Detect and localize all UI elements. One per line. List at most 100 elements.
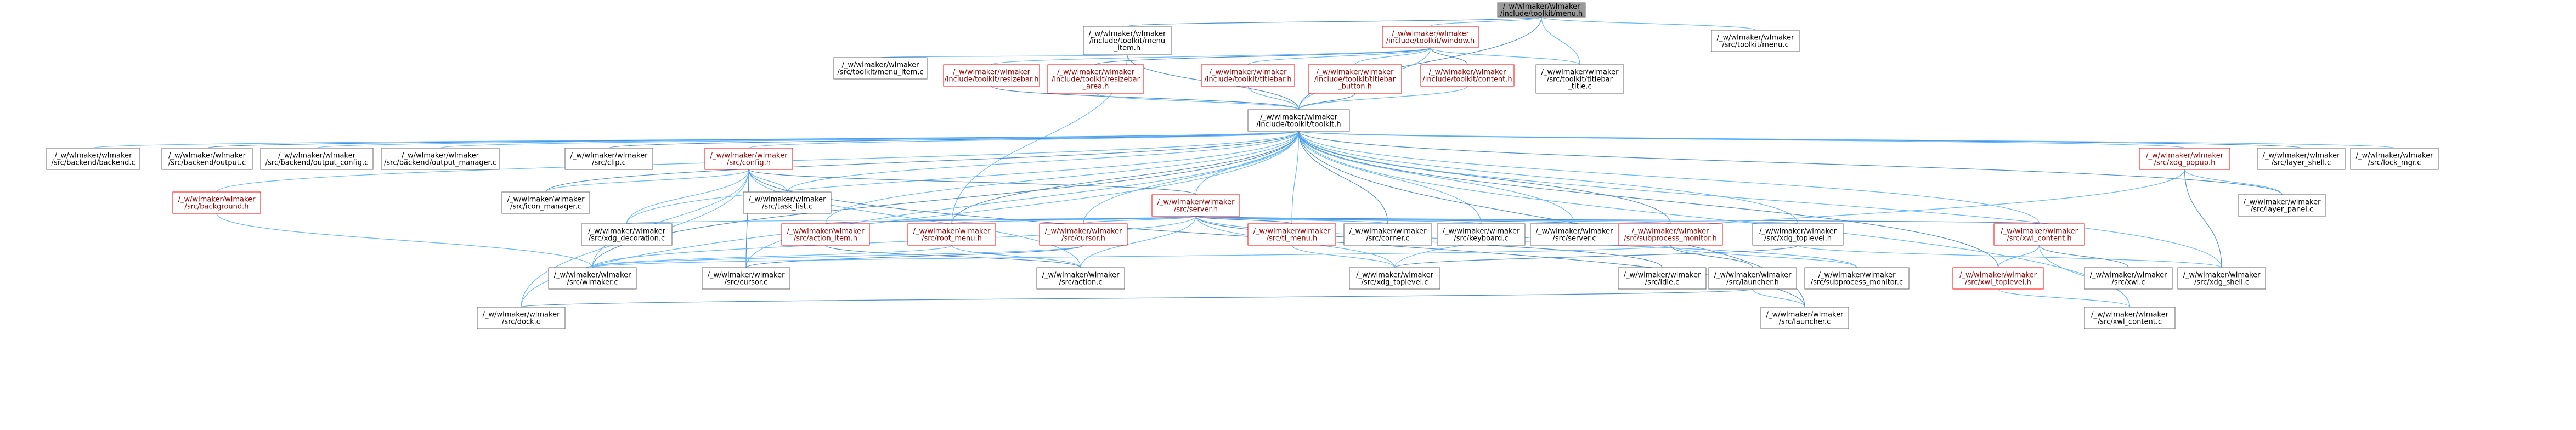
node-content-h[interactable]: /_w/wlmaker/wlmaker/include/toolkit/cont… xyxy=(1420,64,1515,87)
node-xdg-toplevel-c[interactable]: /_w/wlmaker/wlmaker/src/xdg_toplevel.c xyxy=(1349,267,1440,290)
edge-toolkit_h-to-tl_menu_h xyxy=(1291,125,1302,224)
node-dock-c[interactable]: /_w/wlmaker/wlmaker/src/dock.c xyxy=(477,307,566,329)
node-label-line: /src/backend/output_config.c xyxy=(265,159,368,167)
edge-toolkit_h-to-xwl_toplevel_h xyxy=(1296,125,1999,268)
node-toolkit-h[interactable]: /_w/wlmaker/wlmaker/include/toolkit/tool… xyxy=(1247,109,1350,132)
node-box xyxy=(1952,267,2044,290)
node-label-line: /_w/wlmaker/wlmaker xyxy=(55,152,132,160)
node-action-item-h[interactable]: /_w/wlmaker/wlmaker/src/action_item.h xyxy=(781,223,870,246)
edge-root-to-menuitem_h xyxy=(1127,10,1545,27)
node-layer-panel-c[interactable]: /_w/wlmaker/wlmaker/src/layer_panel.c xyxy=(2238,194,2326,217)
node-cursor-c[interactable]: /_w/wlmaker/wlmaker/src/cursor.c xyxy=(702,267,790,290)
edge-tl_menu_h-to-xdg_toplevel_c xyxy=(1289,239,1396,268)
node-menuitem-h[interactable]: /_w/wlmaker/wlmaker/include/toolkit/menu… xyxy=(1083,26,1172,55)
node-root[interactable]: /_w/wlmaker/wlmaker/include/toolkit/menu… xyxy=(1497,2,1586,18)
node-menuitem-c[interactable]: /_w/wlmaker/wlmaker/src/toolkit/menu_ite… xyxy=(833,57,928,80)
node-config-h[interactable]: /_w/wlmaker/wlmaker/src/config.h xyxy=(704,148,793,170)
edge-toolkit_h-to-xdg_decoration_c xyxy=(626,125,1302,224)
node-label-line: /_w/wlmaker/wlmaker xyxy=(1210,69,1287,77)
node-window-h[interactable]: /_w/wlmaker/wlmaker/include/toolkit/wind… xyxy=(1382,26,1479,48)
node-label-line: /_w/wlmaker/wlmaker xyxy=(1541,69,1619,77)
node-label-line: _button.h xyxy=(1337,83,1372,91)
edge-xdg_popup_h-to-layer_panel_c xyxy=(2182,163,2283,195)
node-corner-c[interactable]: /_w/wlmaker/wlmaker/src/corner.c xyxy=(1343,223,1432,246)
node-label-line: _area.h xyxy=(1082,83,1109,91)
edge-toolkit_h-to-xdg_toplevel_h xyxy=(1296,125,1799,224)
node-box xyxy=(1083,26,1172,55)
node-task-list-c[interactable]: /_w/wlmaker/wlmaker/src/task_list.c xyxy=(743,191,832,214)
node-subprocess-monitor-c[interactable]: /_w/wlmaker/wlmaker/src/subprocess_monit… xyxy=(1804,267,1910,290)
node-idle-c[interactable]: /_w/wlmaker/wlmaker/src/idle.c xyxy=(1618,267,1707,290)
node-xdg-shell-c[interactable]: /_w/wlmaker/wlmaker/src/xdg_shell.c xyxy=(2177,267,2266,290)
node-menu-c[interactable]: /_w/wlmaker/wlmaker/src/toolkit/menu.c xyxy=(1711,30,1800,52)
node-box xyxy=(1437,223,1526,246)
node-xwl-toplevel-h[interactable]: /_w/wlmaker/wlmaker/src/xwl_toplevel.h xyxy=(1952,267,2044,290)
node-box xyxy=(501,191,590,214)
node-xwl-content-h[interactable]: /_w/wlmaker/wlmaker/src/xwl_content.h xyxy=(1993,223,2085,246)
edge-xdg_popup_h-to-xdg_shell_c xyxy=(2182,163,2222,268)
node-label-line: /_w/wlmaker/wlmaker xyxy=(1503,3,1580,11)
node-icon-manager-c[interactable]: /_w/wlmaker/wlmaker/src/icon_manager.c xyxy=(501,191,590,214)
node-titlebar-h[interactable]: /_w/wlmaker/wlmaker/include/toolkit/titl… xyxy=(1201,64,1295,87)
node-action-c[interactable]: /_w/wlmaker/wlmaker/src/action.c xyxy=(1036,267,1125,290)
node-label-line: /include/toolkit/toolkit.h xyxy=(1256,121,1341,129)
node-xdg-popup-h[interactable]: /_w/wlmaker/wlmaker/src/xdg_popup.h xyxy=(2139,148,2230,170)
edge-toolkit_h-to-cursor_h xyxy=(1083,125,1302,224)
node-label-line: /_w/wlmaker/wlmaker xyxy=(1429,69,1506,77)
node-box xyxy=(1047,64,1144,94)
edge-window_h-to-titlebar_title_c xyxy=(1427,42,1580,65)
node-box xyxy=(833,57,928,80)
edge-background_h-to-wlmaker_c xyxy=(214,207,593,268)
node-subprocess-monitor-h[interactable]: /_w/wlmaker/wlmaker/src/subprocess_monit… xyxy=(1618,223,1723,246)
node-keyboard-c[interactable]: /_w/wlmaker/wlmaker/src/keyboard.c xyxy=(1437,223,1526,246)
node-label-line: /src/keyboard.c xyxy=(1454,235,1508,243)
node-label-line: /src/action_item.h xyxy=(794,235,857,243)
edge-xdg_toplevel_h-to-xdg_shell_c xyxy=(1795,239,2222,268)
node-resizebar-area-h[interactable]: /_w/wlmaker/wlmaker/include/toolkit/resi… xyxy=(1047,64,1144,94)
edge-toolkit_h-to-output_c xyxy=(206,125,1302,149)
node-output-c[interactable]: /_w/wlmaker/wlmaker/src/backend/output.c xyxy=(161,148,253,170)
node-lock-mgr-c[interactable]: /_w/wlmaker/wlmaker/src/lock_mgr.c xyxy=(2350,148,2439,170)
node-server-c[interactable]: /_w/wlmaker/wlmaker/src/server.c xyxy=(1530,223,1619,246)
node-label-line: /src/backend/output_manager.c xyxy=(384,159,496,167)
edge-launcher_h-to-dock_c xyxy=(521,282,1756,308)
edge-config_h-to-server_h xyxy=(745,163,1196,195)
node-xdg-toplevel-h[interactable]: /_w/wlmaker/wlmaker/src/xdg_toplevel.h xyxy=(1752,223,1844,246)
node-titlebar-title-c[interactable]: /_w/wlmaker/wlmaker/src/toolkit/titlebar… xyxy=(1535,64,1624,94)
node-titlebar-button-h[interactable]: /_w/wlmaker/wlmaker/include/toolkit/titl… xyxy=(1308,64,1402,94)
node-background-h[interactable]: /_w/wlmaker/wlmaker/src/background.h xyxy=(172,191,261,214)
node-wlmaker-c[interactable]: /_w/wlmaker/wlmaker/src/wlmaker.c xyxy=(548,267,637,290)
node-label-line: /include/toolkit/titlebar.h xyxy=(1204,76,1291,84)
edge-server_h-to-subprocess_monitor_c xyxy=(1193,210,1857,268)
node-tl-menu-h[interactable]: /_w/wlmaker/wlmaker/src/tl_menu.h xyxy=(1247,223,1336,246)
edge-toolkit_h-to-keyboard_c xyxy=(1296,125,1482,224)
node-resizebar-h[interactable]: /_w/wlmaker/wlmaker/include/toolkit/resi… xyxy=(943,64,1040,87)
node-output-config-c[interactable]: /_w/wlmaker/wlmaker/src/backend/output_c… xyxy=(260,148,374,170)
node-label-line: /src/xwl_content.c xyxy=(2098,318,2162,326)
node-launcher-c[interactable]: /_w/wlmaker/wlmaker/src/launcher.c xyxy=(1760,307,1849,329)
node-backend-c[interactable]: /_w/wlmaker/wlmaker/src/backend/backend.… xyxy=(46,148,140,170)
edge-toolkit_h-to-task_list_c xyxy=(787,125,1302,193)
node-label-line: /_w/wlmaker/wlmaker xyxy=(168,152,246,160)
node-clip-c[interactable]: /_w/wlmaker/wlmaker/src/clip.c xyxy=(564,148,653,170)
node-label-line: /_w/wlmaker/wlmaker xyxy=(1392,30,1469,38)
node-box xyxy=(2177,267,2266,290)
node-box xyxy=(477,307,566,329)
edge-server_h-to-xwl_content_h xyxy=(1191,210,2040,224)
node-label-line: /src/corner.c xyxy=(1366,235,1410,243)
node-output-manager-c[interactable]: /_w/wlmaker/wlmaker/src/backend/output_m… xyxy=(381,148,500,170)
node-server-h[interactable]: /_w/wlmaker/wlmaker/src/server.h xyxy=(1151,194,1240,217)
node-launcher-h[interactable]: /_w/wlmaker/wlmaker/src/launcher.h xyxy=(1708,267,1797,290)
node-xwl-c[interactable]: /_w/wlmaker/wlmaker/src/xwl.c xyxy=(2084,267,2173,290)
node-label-line: /_w/wlmaker/wlmaker xyxy=(2356,152,2433,160)
node-box xyxy=(2350,148,2439,170)
node-layer-shell-c[interactable]: /_w/wlmaker/wlmaker/src/layer_shell.c xyxy=(2257,148,2346,170)
node-root-menu-h[interactable]: /_w/wlmaker/wlmaker/src/root_menu.h xyxy=(907,223,996,246)
node-box xyxy=(907,223,996,246)
node-label-line: /_w/wlmaker/wlmaker xyxy=(1632,228,1709,236)
edge-toolkit_h-to-xwl_content_h xyxy=(1296,125,2040,224)
node-xwl-content-c[interactable]: /_w/wlmaker/wlmaker/src/xwl_content.c xyxy=(2084,307,2176,329)
node-cursor-h[interactable]: /_w/wlmaker/wlmaker/src/cursor.h xyxy=(1039,223,1128,246)
node-label-line: /_w/wlmaker/wlmaker xyxy=(842,61,919,70)
node-xdg-decoration-c[interactable]: /_w/wlmaker/wlmaker/src/xdg_decoration.c xyxy=(581,223,673,246)
